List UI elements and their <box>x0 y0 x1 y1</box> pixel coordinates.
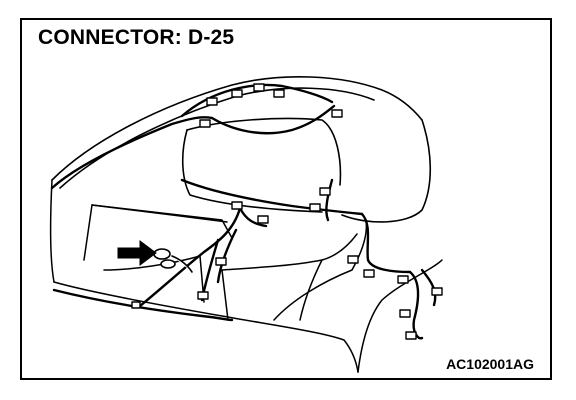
floor-outline <box>49 179 443 373</box>
pointer-arrow-icon <box>117 240 157 266</box>
connector <box>331 109 343 118</box>
connector <box>199 119 211 128</box>
connector <box>319 187 331 196</box>
connector <box>399 309 411 318</box>
wiring-harness <box>50 83 437 340</box>
connectors <box>131 83 443 340</box>
connector <box>231 201 243 210</box>
diagram-frame: CONNECTOR: D-25 <box>20 18 552 380</box>
connector <box>431 287 443 296</box>
roof-outline <box>51 76 432 223</box>
diagram-title: CONNECTOR: D-25 <box>38 26 235 49</box>
connector <box>197 291 209 300</box>
figure-code: AC102001AG <box>446 356 534 372</box>
connector <box>309 203 321 212</box>
connector <box>363 269 375 278</box>
connector-d-25 <box>153 248 193 273</box>
connector <box>253 83 265 92</box>
connector <box>206 97 218 106</box>
connector <box>215 257 227 266</box>
connector <box>397 275 409 284</box>
connector <box>257 215 269 224</box>
connector <box>273 89 285 98</box>
connector <box>131 301 141 309</box>
connector <box>405 331 417 340</box>
connector <box>347 255 359 264</box>
vehicle-interior-wiring-illustration <box>49 76 443 373</box>
connector <box>231 89 243 98</box>
